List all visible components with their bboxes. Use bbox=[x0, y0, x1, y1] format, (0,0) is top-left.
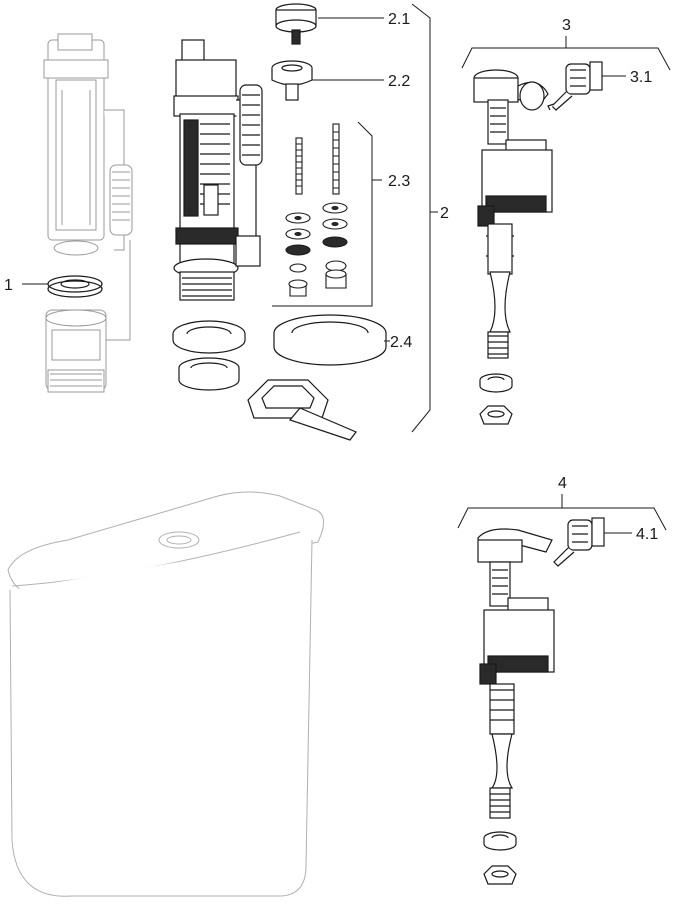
bracket-4 bbox=[457, 494, 667, 531]
part-3-fill-valve bbox=[473, 69, 553, 425]
part-2-flush-valve bbox=[173, 39, 263, 301]
callout-3-1: 3.1 bbox=[630, 69, 652, 86]
part-4-1-float-arm bbox=[553, 517, 605, 567]
callout-2-4: 2.4 bbox=[390, 334, 412, 351]
callout-4: 4 bbox=[558, 475, 567, 492]
part-2-2-pushbutton bbox=[271, 60, 313, 101]
part-2-4-gaskets bbox=[172, 314, 387, 441]
callout-2-2: 2.2 bbox=[388, 73, 410, 90]
cistern-outline bbox=[7, 491, 324, 897]
callout-4-1: 4.1 bbox=[636, 526, 658, 543]
bracket-2-3 bbox=[272, 121, 382, 307]
callout-2-3: 2.3 bbox=[388, 173, 410, 190]
bracket-2 bbox=[411, 3, 438, 433]
callout-1: 1 bbox=[4, 277, 13, 294]
part-3-1-float-arm bbox=[547, 61, 603, 111]
leader-lines bbox=[22, 17, 632, 534]
part-2-3-fixing-set bbox=[285, 123, 348, 297]
bracket-3 bbox=[461, 36, 671, 71]
part-4-fill-valve bbox=[477, 528, 555, 885]
callout-2: 2 bbox=[440, 205, 449, 222]
callout-2-1: 2.1 bbox=[388, 11, 410, 28]
part-1-flush-valve-ghost bbox=[43, 33, 133, 393]
callout-3: 3 bbox=[562, 17, 571, 34]
part-1-sealing-ring bbox=[47, 275, 103, 298]
part-2-1-pushbutton bbox=[275, 3, 317, 45]
